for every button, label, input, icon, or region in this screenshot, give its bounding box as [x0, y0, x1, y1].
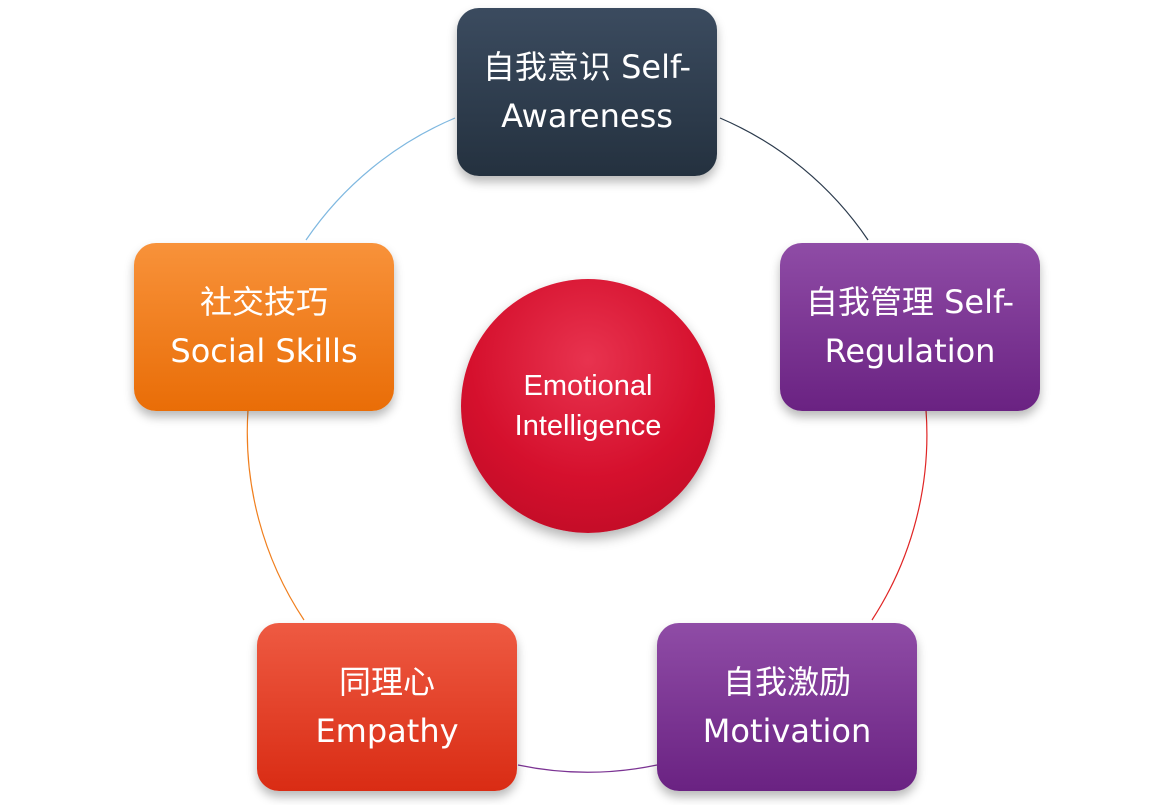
node-motivation: 自我激励 Motivation — [657, 623, 917, 791]
arc-awareness-regulation — [719, 117, 869, 241]
center-circle-emotional-intelligence: Emotional Intelligence — [461, 279, 715, 533]
node-label-en: Regulation — [824, 332, 996, 370]
arc-motivation-empathy — [517, 764, 658, 773]
arc-empathy-social — [246, 409, 305, 621]
node-label-en: Empathy — [315, 712, 459, 750]
node-label-cn: 自我激励 — [722, 663, 851, 701]
node-label-cn: 同理心 — [338, 663, 435, 701]
center-label-line2: Intelligence — [514, 410, 662, 442]
node-label-cn: 自我管理 Self- — [805, 283, 1015, 321]
node-social-skills: 社交技巧 Social Skills — [134, 243, 394, 411]
arc-social-awareness — [305, 117, 456, 241]
node-label-en: Motivation — [702, 712, 872, 750]
center-label-line1: Emotional — [523, 370, 653, 402]
node-label-cn: 自我意识 Self- — [482, 48, 692, 86]
node-label-en: Social Skills — [170, 332, 358, 370]
arc-regulation-motivation — [871, 409, 928, 621]
node-empathy: 同理心 Empathy — [257, 623, 517, 791]
node-self-regulation: 自我管理 Self- Regulation — [780, 243, 1040, 411]
node-self-awareness: 自我意识 Self- Awareness — [457, 8, 717, 176]
node-label-cn: 社交技巧 — [199, 283, 328, 321]
node-label-en: Awareness — [501, 97, 673, 135]
